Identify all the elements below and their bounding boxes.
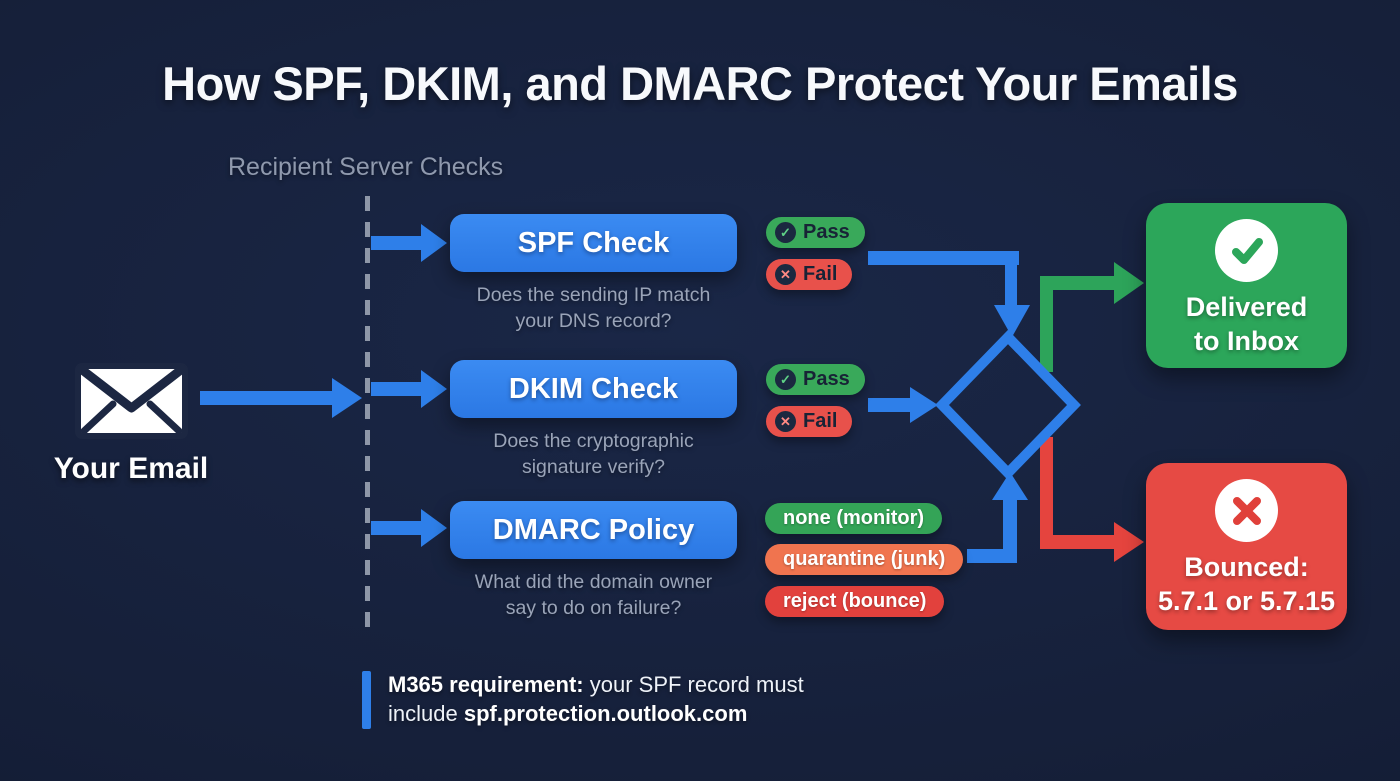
delivered-outcome-box: Delivered to Inbox: [1146, 203, 1347, 368]
dkim-check-description: Does the cryptographic signature verify?: [442, 428, 745, 480]
check-circle-icon: ✓: [775, 369, 796, 390]
bounced-label: Bounced: 5.7.1 or 5.7.15: [1158, 550, 1335, 618]
decision-diamond: [935, 329, 1081, 481]
spf-pass-badge: ✓ Pass: [766, 217, 865, 248]
email-to-checks-arrow: [200, 378, 362, 418]
spf-fail-label: Fail: [803, 263, 838, 285]
x-circle-icon: ✕: [775, 411, 796, 432]
dmarc-policy-label: DMARC Policy: [492, 513, 695, 546]
dkim-pass-label: Pass: [803, 368, 850, 390]
dkim-check-box: DKIM Check: [450, 360, 737, 418]
spf-pass-label: Pass: [803, 221, 850, 243]
x-circle-icon: ✕: [775, 264, 796, 285]
spf-check-label: SPF Check: [517, 226, 670, 259]
bounced-line2: 5.7.1 or 5.7.15: [1157, 586, 1336, 616]
check-circle-icon: ✓: [775, 222, 796, 243]
delivered-line1: Delivered: [1185, 292, 1308, 322]
delivered-label: Delivered to Inbox: [1186, 290, 1308, 358]
dmarc-policy-none-pill: none (monitor): [765, 503, 943, 534]
bounced-x-circle-icon: [1215, 479, 1278, 542]
dmarc-policy-box: DMARC Policy: [450, 501, 737, 559]
dmarc-to-decision-arrow: [967, 472, 1028, 563]
policy-none-label: none (monitor): [783, 507, 925, 529]
arrow-to-dkim: [371, 370, 447, 408]
email-envelope-icon: [75, 363, 188, 439]
decision-to-delivered-arrow: [1040, 262, 1144, 372]
email-source-label: Your Email: [53, 452, 209, 485]
spf-desc-line2: your DNS record?: [515, 310, 672, 332]
section-label: Recipient Server Checks: [228, 153, 504, 181]
decision-to-bounced-arrow: [1040, 437, 1144, 562]
dmarc-policy-quarantine-pill: quarantine (junk): [765, 544, 964, 575]
dkim-desc-line2: signature verify?: [521, 456, 666, 478]
spf-check-box: SPF Check: [450, 214, 737, 272]
arrow-to-spf: [371, 224, 447, 262]
page-title: How SPF, DKIM, and DMARC Protect Your Em…: [162, 57, 1238, 110]
note-bold-requirement: M365 requirement:: [388, 672, 584, 697]
arrow-to-dmarc: [371, 509, 447, 547]
spf-to-decision-arrow: [868, 251, 1030, 337]
policy-reject-label: reject (bounce): [783, 590, 927, 612]
dkim-fail-label: Fail: [803, 410, 838, 432]
bounced-line1: Bounced:: [1184, 552, 1309, 582]
note-line1-rest: your SPF record must: [583, 672, 804, 697]
dkim-check-label: DKIM Check: [508, 372, 679, 405]
dkim-fail-badge: ✕ Fail: [766, 406, 853, 437]
spf-check-description: Does the sending IP match your DNS recor…: [442, 282, 745, 334]
bounced-outcome-box: Bounced: 5.7.1 or 5.7.15: [1146, 463, 1347, 630]
dkim-pass-badge: ✓ Pass: [766, 364, 865, 395]
note-bold-domain: spf.protection.outlook.com: [463, 700, 748, 726]
spf-fail-badge: ✕ Fail: [766, 259, 853, 290]
policy-quarantine-label: quarantine (junk): [783, 548, 946, 570]
delivered-check-circle-icon: [1215, 219, 1278, 282]
delivered-line2: to Inbox: [1194, 326, 1299, 356]
m365-requirement-note: M365 requirement: your SPF record must i…: [388, 671, 948, 728]
dmarc-policy-reject-pill: reject (bounce): [765, 586, 945, 617]
spf-desc-line1: Does the sending IP match: [476, 284, 711, 306]
dmarc-desc-line2: say to do on failure?: [505, 597, 682, 619]
note-accent-bar: [362, 671, 371, 729]
dmarc-policy-description: What did the domain owner say to do on f…: [442, 569, 745, 621]
dkim-desc-line1: Does the cryptographic: [493, 430, 694, 452]
dkim-to-decision-arrow: [868, 387, 938, 423]
note-line2-rest: include: [388, 700, 464, 726]
dmarc-desc-line1: What did the domain owner: [474, 571, 713, 593]
